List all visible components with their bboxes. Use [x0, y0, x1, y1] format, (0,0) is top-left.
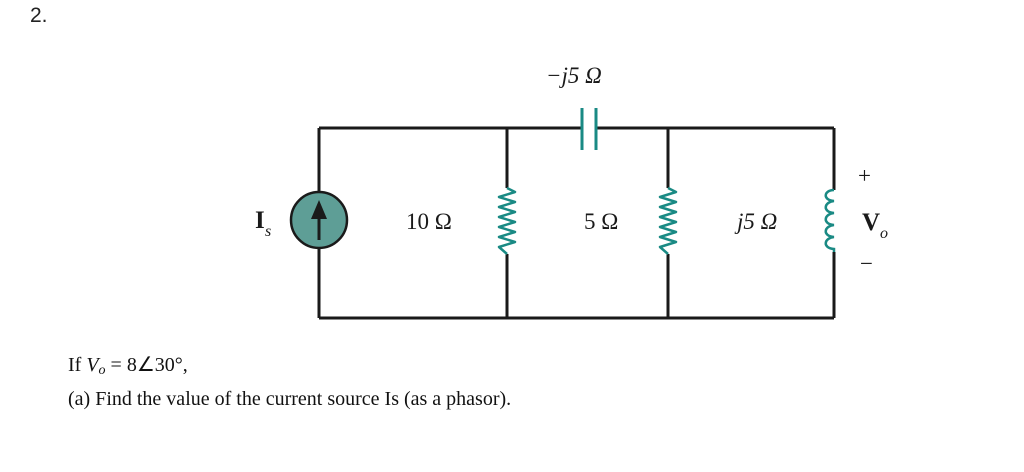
inductor: [824, 188, 836, 252]
given-variable: V: [86, 354, 99, 376]
r2-label: 5 Ω: [584, 209, 618, 234]
resistor-10-ohm: [497, 186, 517, 255]
source-subscript: s: [265, 223, 271, 240]
problem-line-2: (a) Find the value of the current source…: [68, 388, 512, 410]
given-value: = 8∠30°,: [105, 354, 188, 376]
source-label: I: [255, 207, 265, 234]
output-minus-sign: −: [860, 251, 873, 276]
given-if: If: [68, 354, 87, 376]
r1-label: 10 Ω: [406, 209, 452, 234]
problem-number: 2.: [30, 4, 48, 27]
capacitor: [580, 108, 598, 150]
inductor-label: j5 Ω: [734, 209, 777, 234]
capacitor-label: −j5 Ω: [546, 63, 602, 88]
output-voltage-subscript: o: [880, 225, 888, 242]
output-voltage-label: V: [862, 209, 880, 236]
problem-line-1: If Vo = 8∠30°,: [68, 352, 188, 379]
given-subscript: o: [98, 363, 106, 378]
current-source: [289, 190, 349, 250]
arrow-up-icon: [311, 200, 327, 219]
resistor-5-ohm: [658, 186, 678, 255]
output-plus-sign: +: [858, 163, 871, 188]
circuit-wires: [317, 126, 836, 320]
